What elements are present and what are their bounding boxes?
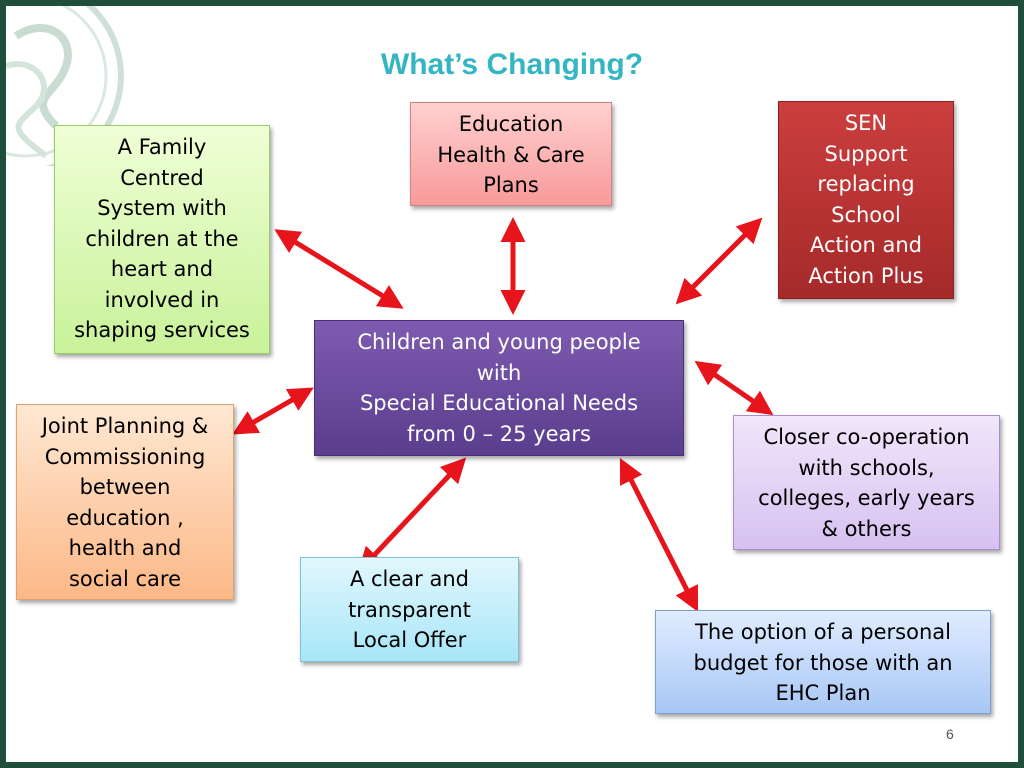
node-local-offer-text: A clear and transparent Local Offer: [348, 567, 471, 652]
node-joint-planning-text: Joint Planning & Commissioning between e…: [41, 414, 209, 591]
node-sen-support: SEN Support replacing School Action and …: [778, 101, 954, 299]
slide-title: What’s Changing?: [380, 48, 644, 81]
connector-arrows: [232, 217, 774, 613]
arrow-center-joint: [232, 387, 314, 435]
node-local-offer: A clear and transparent Local Offer: [300, 557, 519, 662]
council-seal-watermark: [6, 6, 124, 166]
center-node-text: Children and young people with Special E…: [357, 330, 641, 446]
node-family-centred-text: A Family Centred System with children at…: [74, 135, 250, 342]
arrow-center-family: [274, 229, 404, 309]
node-personal-budget: The option of a personal budget for thos…: [655, 610, 991, 714]
node-closer-cooperation-text: Closer co-operation with schools, colleg…: [758, 425, 975, 541]
node-sen-support-text: SEN Support replacing School Action and …: [808, 111, 924, 288]
node-ehc-plans: Education Health & Care Plans: [410, 102, 612, 206]
slide: What’s Changing? Children and young peop…: [6, 6, 1018, 762]
node-closer-cooperation: Closer co-operation with schools, colleg…: [733, 415, 1000, 550]
arrow-center-budget: [619, 457, 699, 613]
arrow-center-local: [357, 457, 467, 573]
node-personal-budget-text: The option of a personal budget for thos…: [693, 620, 953, 705]
node-ehc-plans-text: Education Health & Care Plans: [437, 112, 585, 197]
page-number: 6: [946, 726, 954, 742]
arrow-center-closer: [694, 360, 774, 416]
node-family-centred: A Family Centred System with children at…: [54, 125, 270, 354]
node-joint-planning: Joint Planning & Commissioning between e…: [16, 404, 234, 600]
arrow-center-sen: [675, 217, 763, 305]
center-node: Children and young people with Special E…: [314, 320, 684, 456]
